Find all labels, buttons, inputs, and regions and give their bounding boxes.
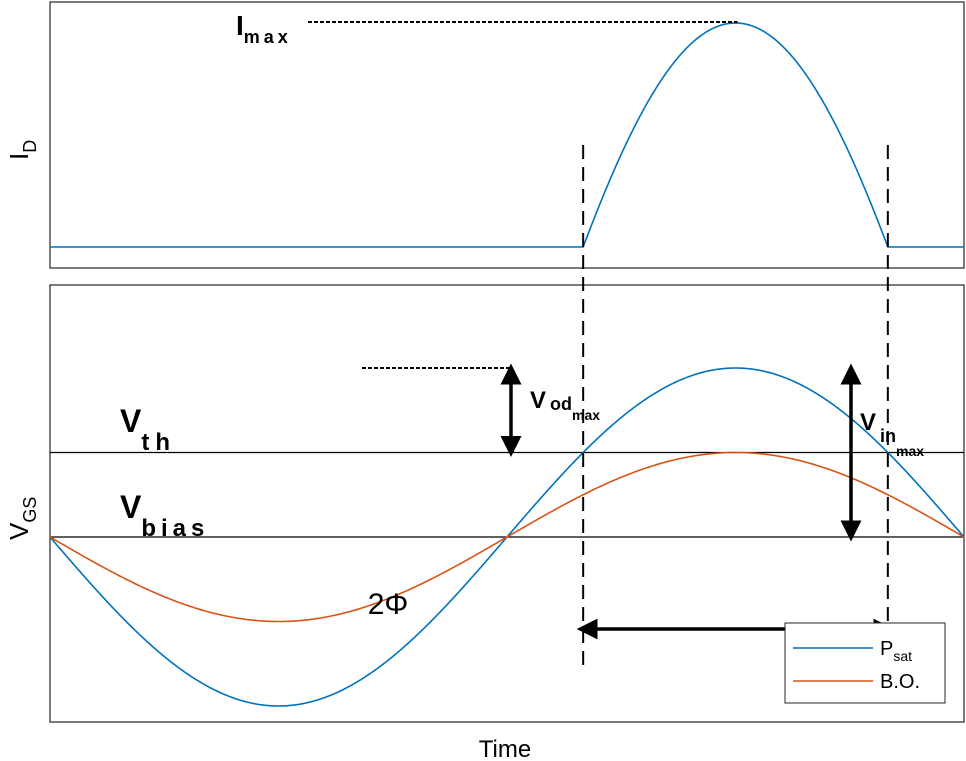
annotation-group	[308, 21, 895, 668]
series-id-line	[50, 22, 964, 248]
imax-label: Imax	[236, 10, 292, 47]
top-series-group	[50, 22, 964, 248]
legend-label-bo: B.O.	[880, 671, 920, 693]
series-line-1	[49, 451, 965, 623]
legend-label-psat: Psat	[880, 638, 912, 664]
top-panel-frame	[49, 1, 965, 269]
bottom-series-group	[49, 367, 965, 707]
x-axis-label: Time	[479, 736, 531, 761]
vbias-label: Vbias	[120, 489, 209, 542]
bottom-panel-frame	[49, 284, 965, 723]
conduction-angle-label: 2Φ	[368, 588, 409, 621]
top-ylabel: ID	[4, 140, 40, 160]
legend-box	[784, 622, 946, 704]
bottom-ylabel: VGS	[4, 497, 40, 540]
vth-label: Vth	[120, 403, 176, 456]
legend: Psat B.O.	[784, 622, 946, 704]
